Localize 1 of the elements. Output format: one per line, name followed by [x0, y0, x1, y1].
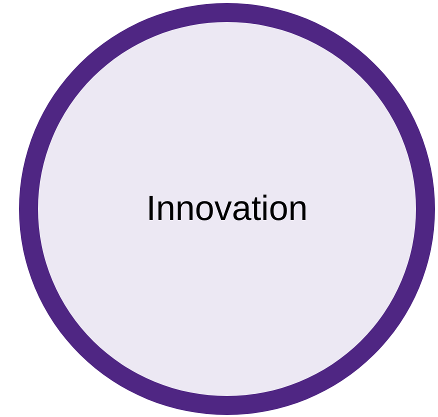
node-label: Innovation — [146, 189, 308, 229]
